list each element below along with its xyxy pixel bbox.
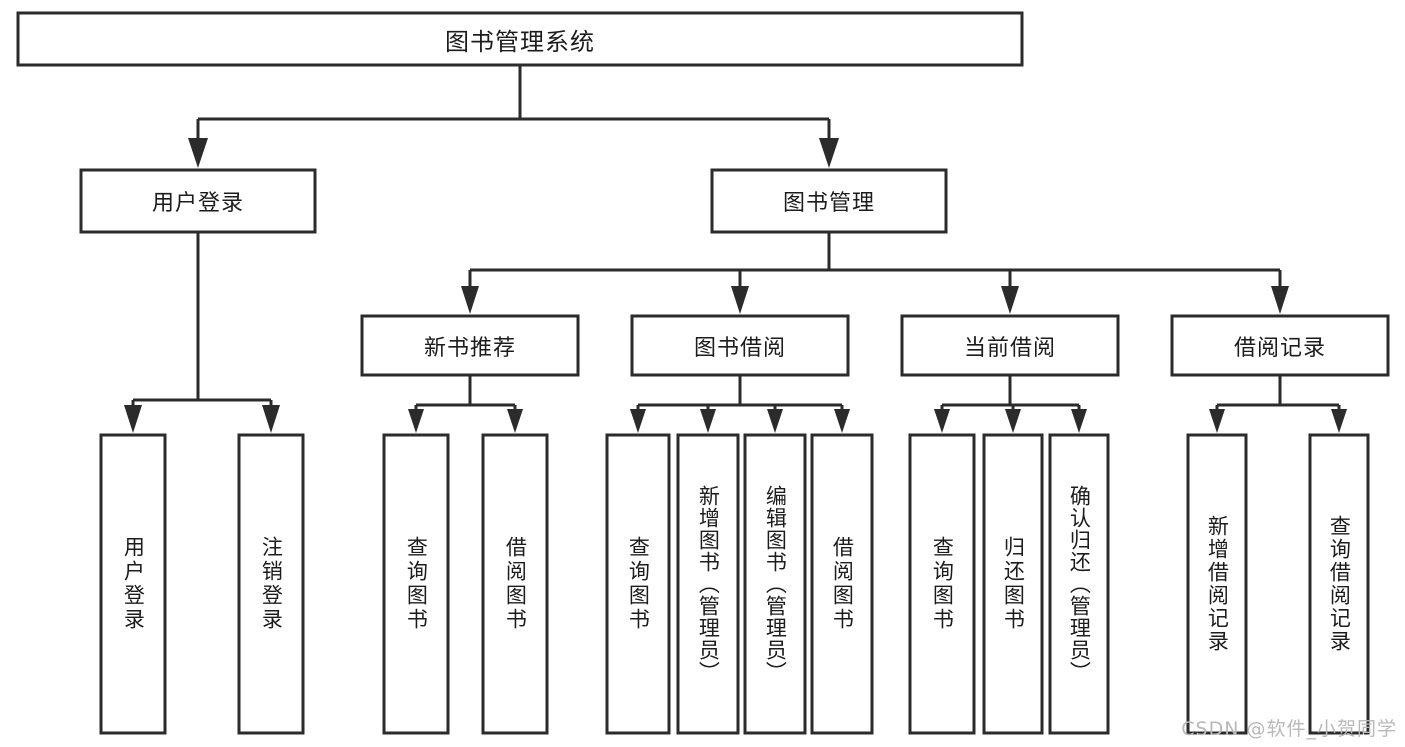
arrowhead-leaf-query-book-3-icon (934, 409, 950, 433)
arrowhead-borrow-record-icon (1271, 286, 1289, 314)
node-new-book-recommend-box[interactable] (360, 314, 580, 377)
arrowhead-new-book-recommend-icon (461, 286, 479, 314)
node-leaf-return-book-box[interactable] (982, 433, 1044, 735)
node-book-borrow-box[interactable] (630, 314, 850, 377)
arrowhead-book-manage-icon (819, 138, 839, 168)
arrowhead-leaf-borrow-book-1-icon (507, 409, 523, 433)
node-leaf-borrow-book-1-box[interactable] (481, 433, 549, 735)
node-current-borrow-box[interactable] (900, 314, 1120, 377)
arrowhead-leaf-logout-login-icon (262, 405, 280, 433)
node-leaf-add-book-box[interactable] (676, 433, 740, 735)
arrowhead-current-borrow-icon (1001, 286, 1019, 314)
arrowhead-book-borrow-icon (731, 286, 749, 314)
arrowhead-leaf-query-book-1-icon (408, 409, 424, 433)
arrowhead-leaf-query-book-2-icon (630, 409, 646, 433)
node-leaf-borrow-book-2-box[interactable] (810, 433, 874, 735)
node-leaf-query-book-1-box[interactable] (382, 433, 450, 735)
node-leaf-confirm-return-box[interactable] (1048, 433, 1110, 735)
arrowhead-leaf-edit-book-icon (767, 409, 783, 433)
node-user-login-box[interactable] (79, 168, 317, 234)
node-leaf-query-borrow-record-box[interactable] (1308, 433, 1370, 735)
node-leaf-edit-book-box[interactable] (743, 433, 807, 735)
node-book-manage-box[interactable] (710, 168, 948, 234)
node-leaf-query-book-3-box[interactable] (908, 433, 976, 735)
arrowhead-user-login-icon (188, 138, 208, 168)
arrowhead-leaf-borrow-book-2-icon (834, 409, 850, 433)
arrowhead-leaf-add-book-icon (700, 409, 716, 433)
arrowhead-leaf-confirm-return-icon (1071, 409, 1087, 433)
arrowhead-leaf-add-borrow-record-icon (1209, 409, 1225, 433)
arrowhead-leaf-query-borrow-record-icon (1331, 409, 1347, 433)
node-root-box[interactable] (16, 11, 1024, 67)
node-leaf-add-borrow-record-box[interactable] (1186, 433, 1248, 735)
node-borrow-record-box[interactable] (1170, 314, 1390, 377)
node-leaf-user-login-box[interactable] (99, 433, 167, 735)
arrowhead-leaf-return-book-icon (1005, 409, 1021, 433)
node-leaf-query-book-2-box[interactable] (605, 433, 671, 735)
arrowhead-leaf-user-login-icon (124, 405, 142, 433)
node-leaf-logout-login-box[interactable] (237, 433, 305, 735)
